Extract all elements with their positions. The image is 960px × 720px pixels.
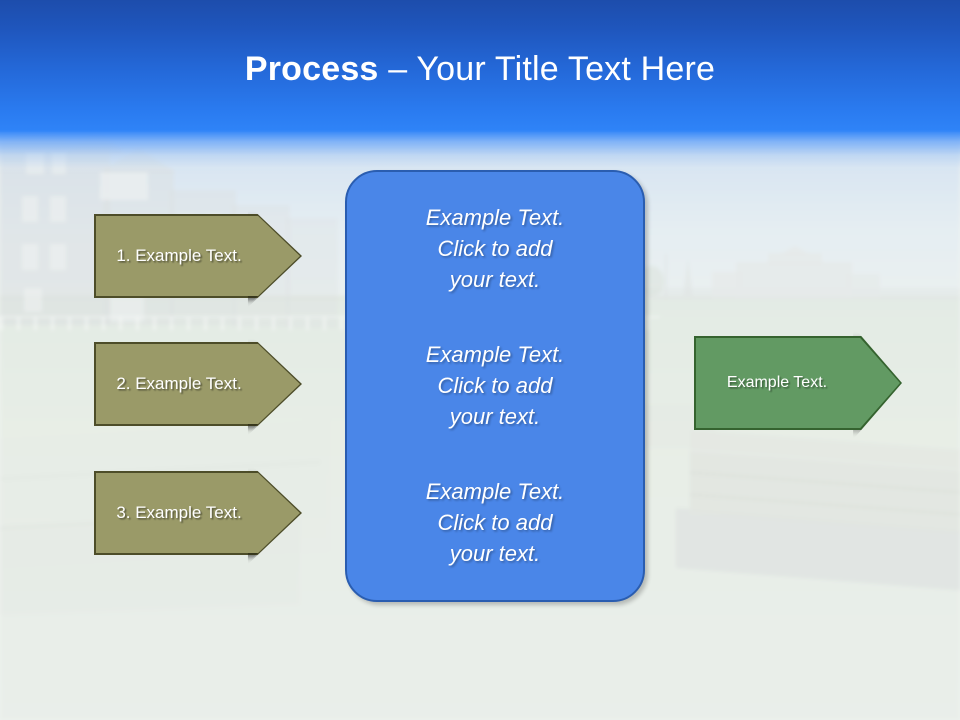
page-title-light: – Your Title Text Here (388, 50, 716, 88)
arrow-shape-icon (96, 344, 300, 424)
step-arrow-2[interactable]: 2. Example Text. (94, 342, 302, 426)
step-arrow-3-label: 3. Example Text. (116, 503, 242, 522)
step-arrow-1[interactable]: 1. Example Text. (94, 214, 302, 298)
result-arrow-label: Example Text. (726, 374, 828, 391)
center-content-panel[interactable]: Example Text. Click to add your text. Ex… (345, 170, 645, 602)
title-band-fade (0, 130, 960, 174)
page-title-strong: Process (244, 50, 389, 88)
result-arrow[interactable]: Example Text. (694, 336, 902, 430)
panel-text-block-3[interactable]: Example Text. Click to add your text. (425, 479, 565, 566)
step-arrow-1-label: 1. Example Text. (116, 246, 242, 265)
page-title: Process – Your Title Text Here (0, 48, 960, 90)
step-arrow-3[interactable]: 3. Example Text. (94, 471, 302, 555)
arrow-shape-icon (96, 473, 300, 553)
title-band (0, 0, 960, 132)
panel-text-block-2[interactable]: Example Text. Click to add your text. (425, 342, 565, 429)
arrow-shape-icon (696, 338, 900, 428)
step-arrow-2-label: 2. Example Text. (116, 374, 242, 393)
panel-text-block-1[interactable]: Example Text. Click to add your text. (425, 205, 565, 292)
arrow-shape-icon (96, 216, 300, 296)
